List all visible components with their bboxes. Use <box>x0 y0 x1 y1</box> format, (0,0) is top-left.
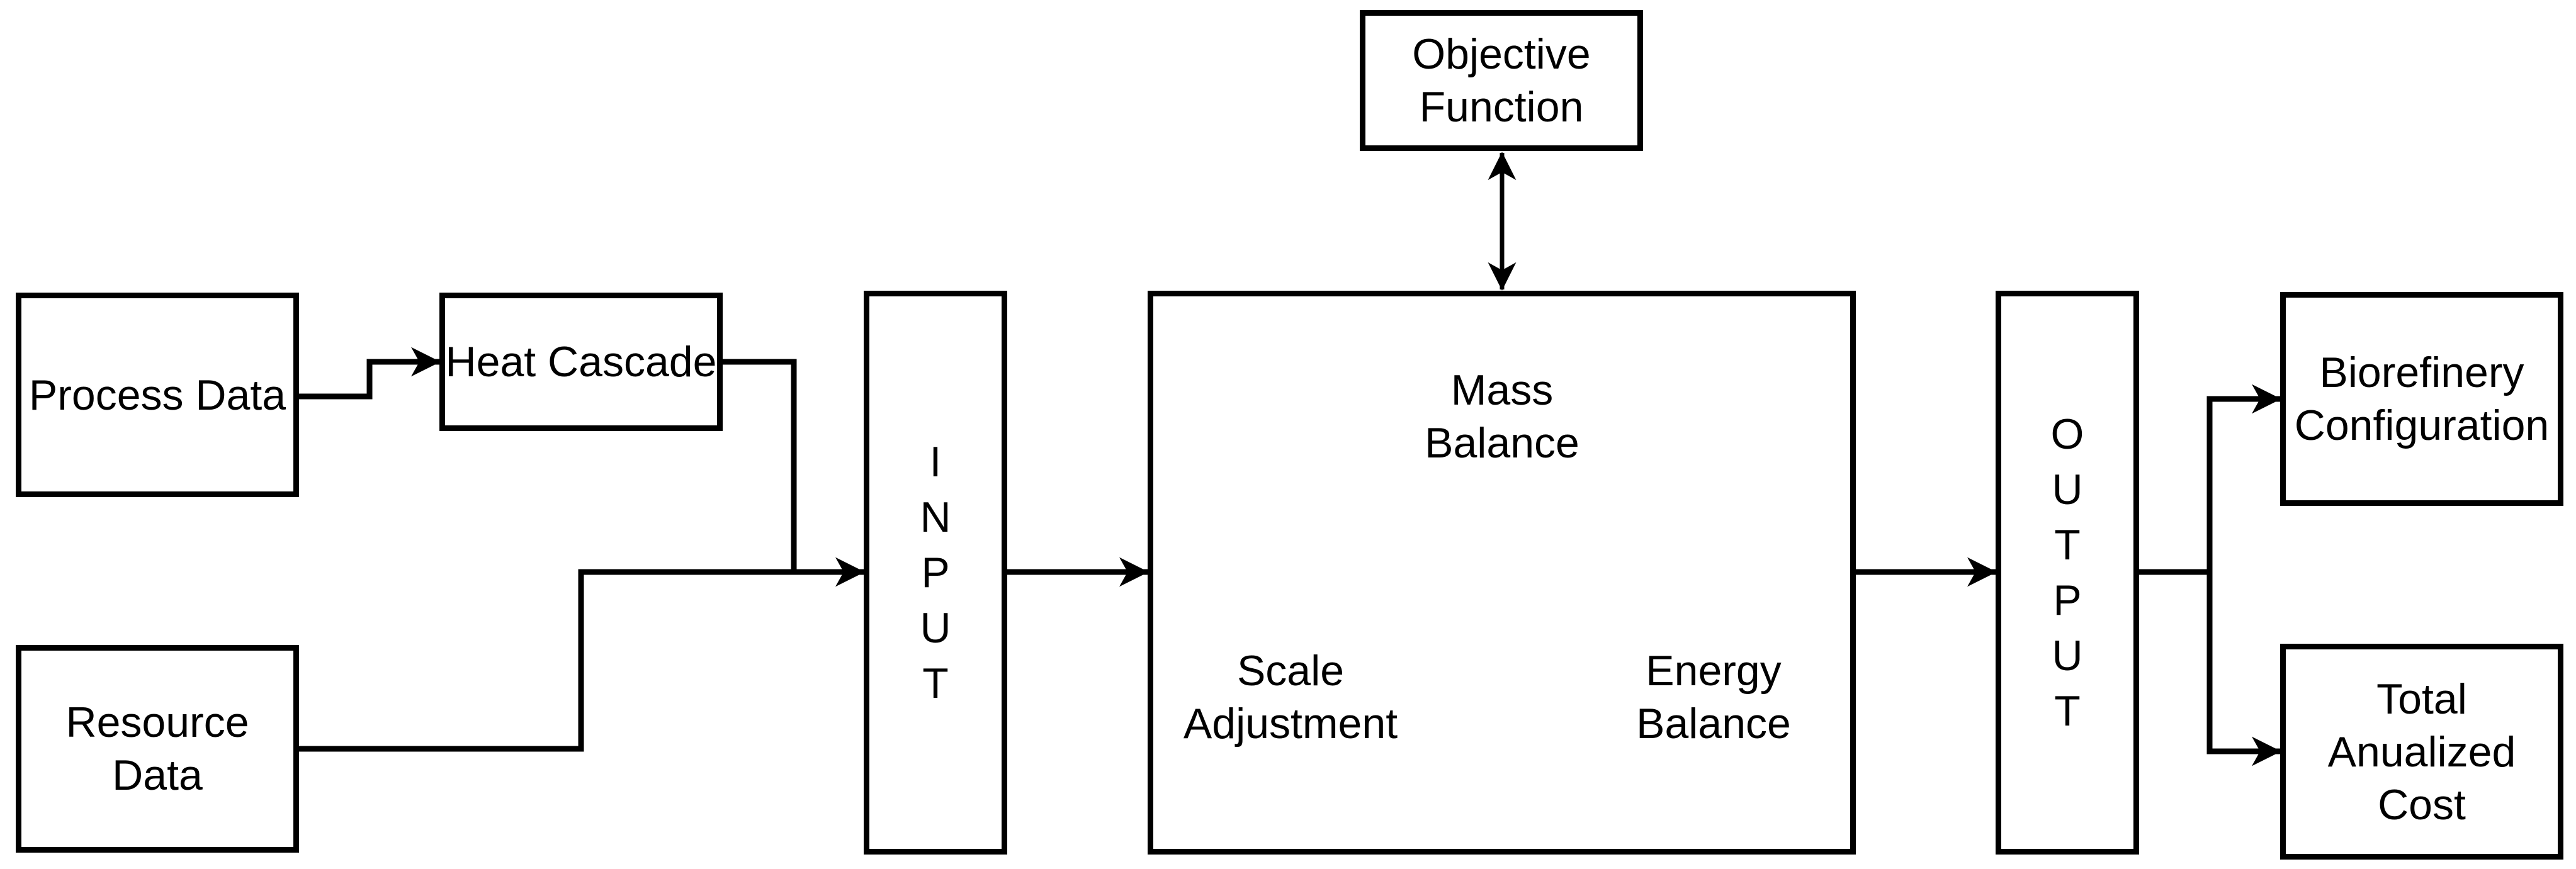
heat-cascade-label: Heat Cascade <box>445 338 717 386</box>
objective-function-label: Objective Function <box>1412 30 1591 131</box>
connector-process-data-to-heat-cascade <box>299 347 441 400</box>
connector-output-to-total-cost <box>2206 572 2281 766</box>
mass-balance-node: Mass Balance <box>1425 366 1579 467</box>
objective-function-box: Objective Function <box>1360 10 1643 151</box>
output-label: O U T P U T <box>2050 410 2084 735</box>
process-data-label: Process Data <box>28 371 286 419</box>
resource-data-label: Resource Data <box>65 698 249 799</box>
connector-resource-data-to-input <box>299 557 865 752</box>
total-anualized-cost-label: Total Anualized Cost <box>2327 675 2516 829</box>
connector-heat-cascade-to-input-junction <box>723 359 797 572</box>
biorefinery-configuration-label: Biorefinery Configuration <box>2294 349 2550 449</box>
total-anualized-cost-box: Total Anualized Cost <box>2280 644 2563 860</box>
output-box: O U T P U T <box>1996 291 2139 855</box>
connector-output-to-biorefinery <box>2206 384 2281 572</box>
resource-data-box: Resource Data <box>16 645 299 853</box>
heat-cascade-box: Heat Cascade <box>439 293 723 431</box>
process-data-box: Process Data <box>16 293 299 497</box>
energy-balance-node: Energy Balance <box>1636 647 1791 748</box>
solver-loop-box <box>1148 291 1856 855</box>
input-box: I N P U T <box>864 291 1007 855</box>
input-label: I N P U T <box>920 438 951 707</box>
biorefinery-configuration-box: Biorefinery Configuration <box>2280 292 2563 506</box>
scale-adjustment-node: Scale Adjustment <box>1183 647 1398 748</box>
